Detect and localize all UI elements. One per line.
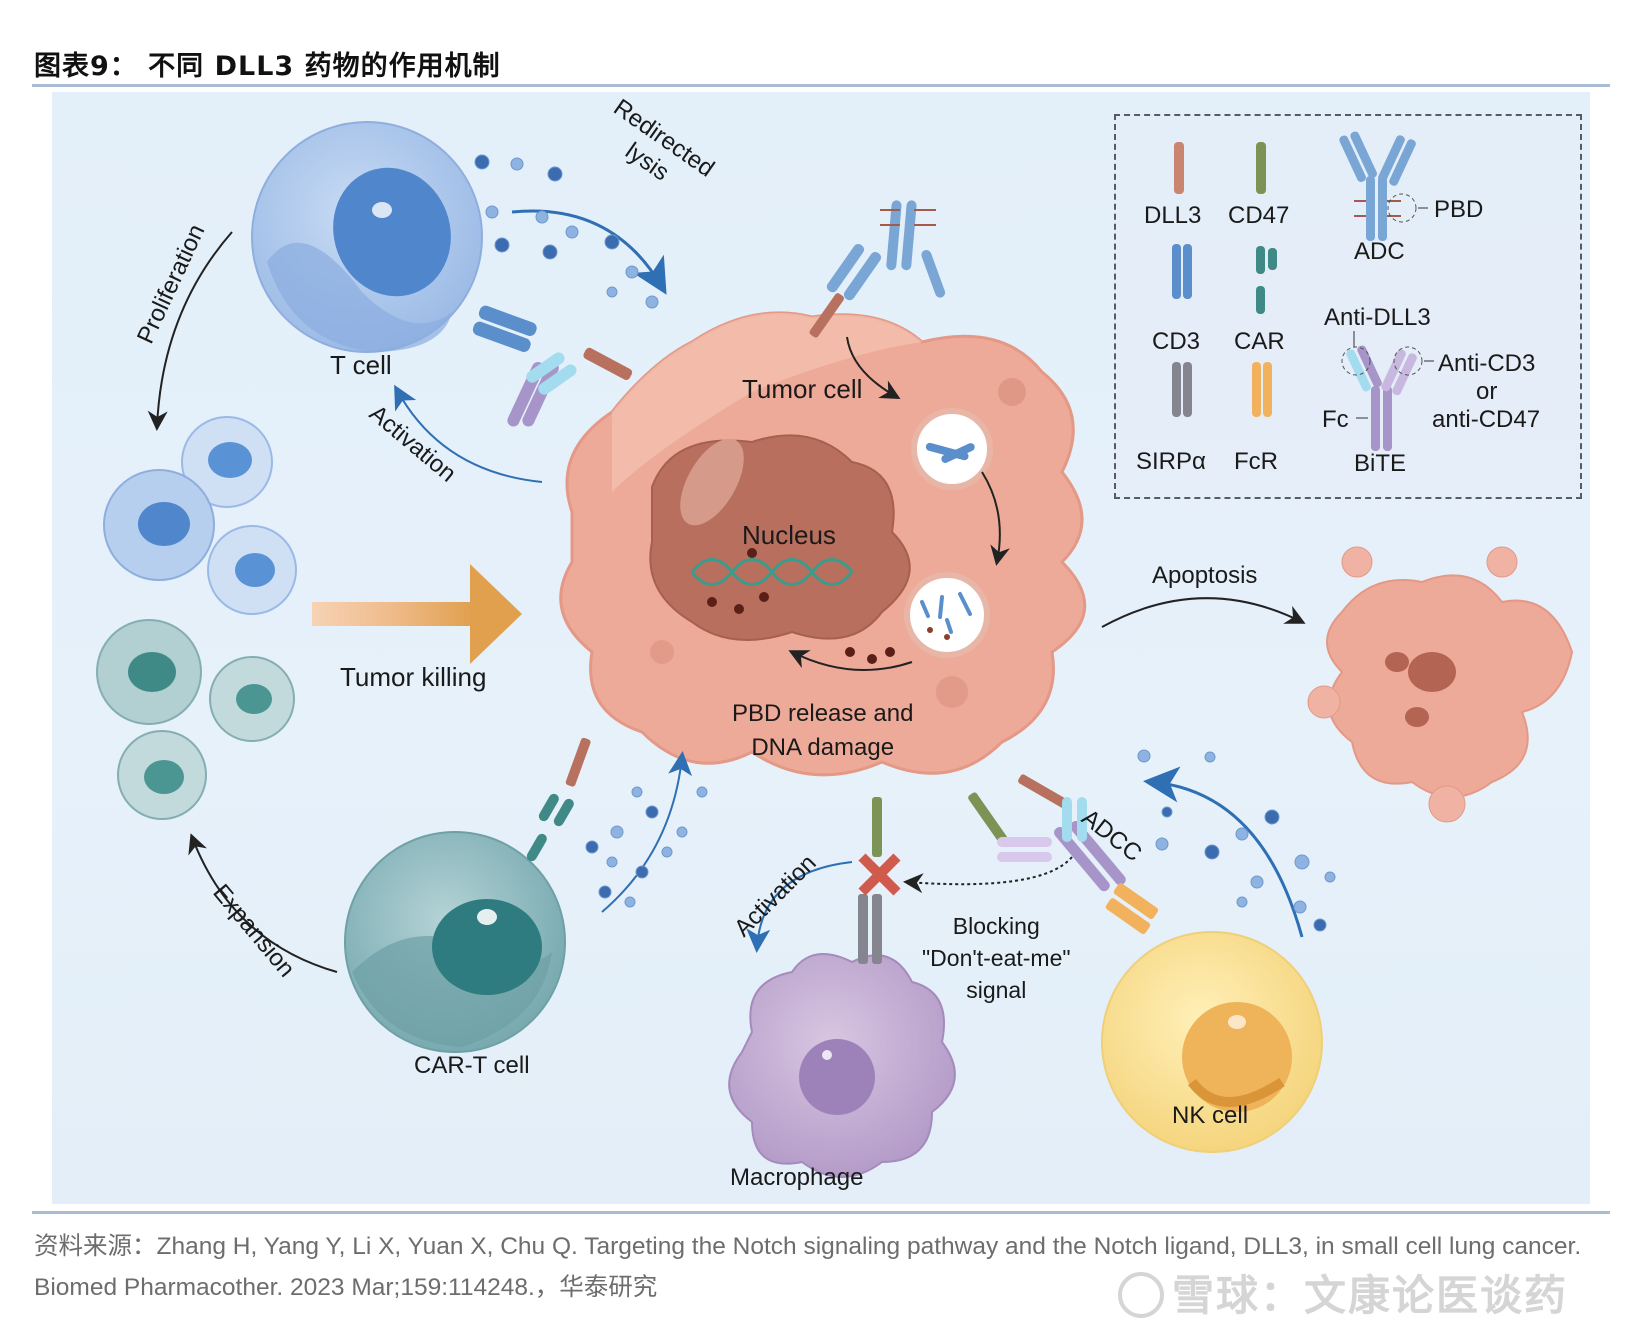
label-apoptosis: Apoptosis — [1152, 562, 1258, 589]
legend-label-cd47: CD47 — [1228, 202, 1290, 229]
legend: DLL3 CD47 CD3 CAR SIRPα FcR ADC PBD Anti… — [1114, 114, 1582, 499]
cytotoxic-granules-nk — [1137, 749, 1336, 932]
source-prefix: 资料来源： — [34, 1231, 157, 1260]
label-blocking-signal: Blocking "Don't-eat-me" signal — [922, 910, 1071, 1006]
source-suffix: 华泰研究 — [559, 1272, 658, 1301]
legend-bite-icon — [1341, 331, 1434, 451]
bispecific-adcc — [997, 774, 1159, 935]
activation-arrow-t-cell — [394, 384, 543, 483]
label-car-t-cell: CAR-T cell — [414, 1052, 530, 1079]
label-blocking-line3: signal — [966, 977, 1027, 1003]
t-cell-cd3-bite — [472, 305, 633, 427]
legend-label-anti-cd47: anti-CD47 — [1432, 406, 1541, 433]
car-receptor — [526, 737, 591, 862]
label-pbd-release-line1: PBD release and — [732, 700, 914, 727]
nk-cell — [1101, 931, 1323, 1153]
macrophage — [728, 953, 956, 1178]
label-nk-cell: NK cell — [1172, 1102, 1249, 1129]
legend-dll3-icon — [1174, 142, 1184, 194]
cytotoxic-granules-t — [474, 154, 659, 309]
diagram-illustration — [96, 121, 1574, 1178]
legend-cd47-icon — [1256, 142, 1266, 194]
legend-label-fc: Fc — [1322, 406, 1349, 433]
label-nucleus: Nucleus — [742, 520, 836, 550]
mechanism-diagram: T cell Proliferation Redirected lysis Ac… — [52, 92, 1590, 1204]
block-x-icon — [858, 853, 901, 896]
legend-label-bite: BiTE — [1354, 450, 1407, 477]
title-divider — [32, 84, 1610, 87]
cd47-ligands — [872, 792, 1009, 857]
legend-label-fcr: FcR — [1234, 448, 1278, 475]
source-citation: 资料来源：Zhang H, Yang Y, Li X, Yuan X, Chu … — [34, 1226, 1614, 1308]
legend-icons — [1172, 131, 1434, 451]
redirected-lysis-arrow — [511, 209, 667, 295]
apoptotic-cell — [1307, 546, 1574, 823]
proliferated-t-cells — [103, 416, 297, 615]
figure-title: 图表9： 不同 DLL3 药物的作用机制 — [34, 51, 501, 82]
legend-car-icon — [1256, 246, 1277, 314]
label-t-cell: T cell — [330, 350, 392, 380]
legend-cd3-icon — [1172, 244, 1192, 299]
label-macrophage: Macrophage — [730, 1164, 864, 1191]
watermark: 雪球：文康论医谈药 — [1118, 1262, 1568, 1323]
expansion-arrow — [188, 833, 338, 973]
legend-adc-icon — [1339, 131, 1428, 241]
snowball-logo-icon — [1118, 1271, 1164, 1318]
nucleus — [649, 434, 911, 641]
legend-fcr-icon — [1252, 362, 1272, 417]
tumor-killing-arrow — [312, 564, 522, 664]
label-tumor-killing: Tumor killing — [340, 662, 487, 692]
label-pbd-release-line2: DNA damage — [751, 734, 895, 761]
legend-label-adc: ADC — [1354, 238, 1405, 265]
cytotoxic-granules-car — [585, 786, 708, 908]
lysosome-vesicle-degraded-adc — [904, 572, 990, 658]
legend-label-anti-cd3: Anti-CD3 — [1438, 350, 1536, 377]
watermark-text: 雪球：文康论医谈药 — [1172, 1271, 1569, 1320]
footer-divider — [32, 1211, 1610, 1214]
legend-label-or: or — [1476, 378, 1498, 405]
t-cell — [251, 121, 483, 353]
label-tumor-cell: Tumor cell — [742, 374, 863, 404]
pbd-release-arrow — [788, 650, 913, 671]
legend-label-anti-dll3: Anti-DLL3 — [1324, 304, 1431, 331]
label-blocking-line1: Blocking — [952, 913, 1040, 939]
internalization-arrow — [846, 336, 901, 399]
legend-label-cd3: CD3 — [1152, 328, 1201, 355]
legend-label-dll3: DLL3 — [1144, 202, 1202, 229]
adc-bound-dll3 — [809, 200, 946, 338]
source-text: Zhang H, Yang Y, Li X, Yuan X, Chu Q. Ta… — [34, 1233, 1582, 1301]
sirpa-receptor — [858, 894, 882, 964]
legend-label-pbd: PBD — [1434, 196, 1484, 223]
car-t-cell — [344, 831, 566, 1053]
trafficking-arrow — [981, 471, 1010, 566]
expanded-car-t-cells — [96, 619, 295, 820]
legend-label-car: CAR — [1234, 328, 1285, 355]
label-blocking-line2: "Don't-eat-me" — [922, 945, 1071, 971]
label-pbd-release: PBD release and DNA damage — [732, 697, 913, 765]
legend-sirpa-icon — [1172, 362, 1192, 417]
endosome-vesicle-adc — [911, 408, 993, 490]
nk-lysis-arrow — [1143, 766, 1304, 938]
legend-label-sirpa: SIRPα — [1136, 448, 1206, 475]
dna-helix-icon — [690, 558, 854, 586]
proliferation-arrow — [147, 231, 233, 431]
apoptosis-arrow — [1101, 597, 1306, 628]
blocking-dotted-arrow — [903, 856, 1073, 894]
car-t-lysis-arrow — [601, 751, 693, 913]
activation-arrow-macrophage — [746, 861, 853, 953]
